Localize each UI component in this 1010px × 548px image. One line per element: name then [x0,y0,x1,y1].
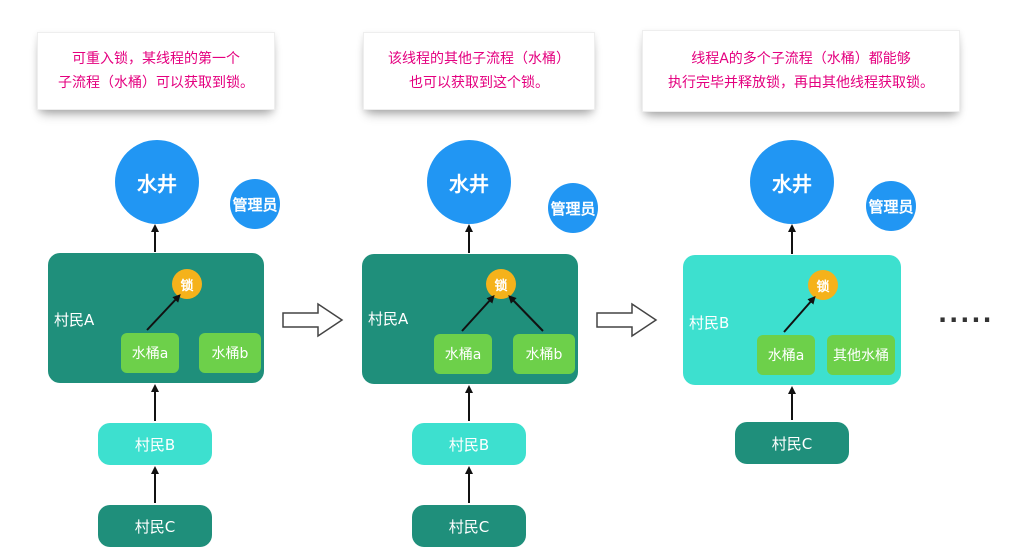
transition-arrow-2 [596,302,658,338]
arrow-bucket-a-to-lock [461,295,495,332]
note-line: 执行完毕并释放锁，再由其他线程获取锁。 [668,75,934,91]
note-panel-3: 线程A的多个子流程（水桶）都能够 执行完毕并释放锁，再由其他线程获取锁。 [642,30,960,112]
lock-node: 锁 [486,269,516,299]
villager-label: 村民A [368,310,409,328]
note-line: 该线程的其他子流程（水桶） [388,51,570,67]
bucket-b: 水桶b [513,334,575,374]
well-node: 水井 [115,140,199,224]
note-panel-2: 该线程的其他子流程（水桶） 也可以获取到这个锁。 [363,32,595,110]
queue-villager-c: 村民C [735,422,849,464]
arrow-bucket-b-to-lock [508,295,544,332]
bucket-a: 水桶a [757,335,815,375]
bucket-a: 水桶a [121,333,179,373]
bucket-other: 其他水桶 [827,335,895,375]
note-line: 也可以获取到这个锁。 [409,75,549,91]
note-line: 线程A的多个子流程（水桶）都能够 [691,51,911,67]
arrow-bucket-a-to-lock [146,294,181,331]
admin-node: 管理员 [230,179,280,229]
admin-node: 管理员 [548,183,598,233]
queue-villager-c: 村民C [98,505,212,547]
continuation-ellipsis: ····· [938,306,994,334]
arrow-bucket-a-to-lock [783,295,816,333]
note-line: 子流程（水桶）可以获取到锁。 [58,75,254,91]
queue-villager-c: 村民C [412,505,526,547]
note-panel-1: 可重入锁，某线程的第一个 子流程（水桶）可以获取到锁。 [37,32,275,110]
well-node: 水井 [427,140,511,224]
note-line: 可重入锁，某线程的第一个 [72,51,240,67]
villager-label: 村民B [689,314,730,332]
bucket-b: 水桶b [199,333,261,373]
bucket-a: 水桶a [434,334,492,374]
queue-villager-b: 村民B [412,423,526,465]
well-node: 水井 [750,140,834,224]
lock-node: 锁 [172,269,202,299]
queue-villager-b: 村民B [98,423,212,465]
villager-label: 村民A [54,311,95,329]
transition-arrow-1 [282,302,344,338]
admin-node: 管理员 [866,181,916,231]
lock-node: 锁 [808,270,838,300]
